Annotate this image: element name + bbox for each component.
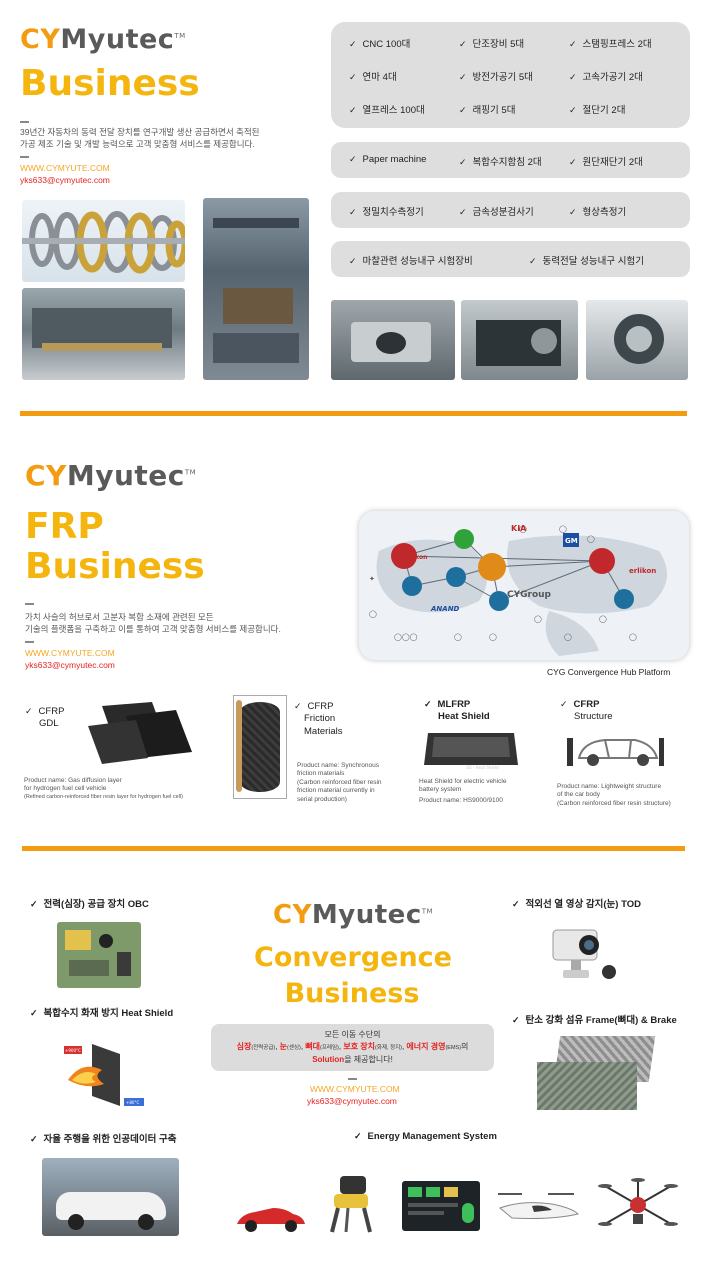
- gears-photo: [22, 200, 185, 282]
- svg-text:3D - Heat Shield: 3D - Heat Shield: [466, 765, 499, 770]
- test-equipment-photo: [461, 300, 578, 380]
- item-carbon-frame: ✓탄소 강화 섬유 Frame(뼈대) & Brake: [512, 1015, 677, 1026]
- svg-text:◯: ◯: [489, 633, 497, 641]
- svg-text:likon: likon: [411, 554, 427, 561]
- test-equipment-photo: [331, 300, 455, 380]
- svg-text:◯: ◯: [599, 615, 607, 623]
- sports-car-image: [233, 1200, 309, 1236]
- heat-shield-fire-image: +900°C +80°C: [62, 1040, 152, 1110]
- svg-text:◯: ◯: [534, 615, 542, 623]
- divider: [20, 121, 29, 123]
- website-link[interactable]: WWW.CYMYUTE.COM: [25, 648, 115, 658]
- divider: [25, 603, 34, 605]
- gdl-sheet-image: [82, 700, 202, 766]
- svg-text:◯◯◯: ◯◯◯: [394, 633, 418, 641]
- page-title: FRP Business: [25, 506, 205, 588]
- email-link[interactable]: yks633@cymyutec.com: [20, 175, 110, 185]
- robot-dog-image: [322, 1170, 380, 1238]
- logo-cymyutec: CYMyutecTM: [20, 24, 186, 55]
- svg-text:KIA: KIA: [511, 524, 527, 533]
- hub-platform-map: ◯◯◯ ✦◯◯◯◯ ◯◯◯ ◯◯◯ CYGroup ANAND erlikon …: [359, 511, 689, 660]
- paper-machine-photo: [203, 198, 309, 380]
- svg-text:◯: ◯: [587, 535, 595, 543]
- factory-photo: [22, 288, 185, 380]
- svg-text:◯: ◯: [629, 633, 637, 641]
- svg-text:◯: ◯: [519, 525, 527, 533]
- product-title: ✓CFRP Friction Materials: [294, 701, 343, 737]
- air-taxi-image: [492, 1188, 580, 1230]
- item-heat-shield: ✓복합수지 화재 방지 Heat Shield: [30, 1008, 174, 1019]
- divider: [20, 156, 29, 158]
- email-link[interactable]: yks633@cymyutec.com: [25, 660, 115, 670]
- logo-cymyutec: CYMyutecTM: [25, 459, 197, 492]
- car-structure-image: [565, 730, 665, 770]
- svg-text:◯: ◯: [369, 610, 377, 618]
- hub-center-label: CYGroup: [507, 590, 552, 600]
- description: 가치 사슬의 허브로서 고분자 복합 소재에 관련된 모든 기술의 플랫폼을 구…: [25, 612, 281, 635]
- product-description: Product name: Synchronous friction mater…: [297, 762, 382, 803]
- email-link[interactable]: yks633@cymyutec.com: [307, 1096, 397, 1106]
- svg-text:+900°C: +900°C: [65, 1048, 81, 1053]
- product-title: ✓CFRP Structure: [560, 699, 613, 723]
- svg-text:✦: ✦: [369, 575, 375, 583]
- heat-shield-image: 3D - Heat Shield: [420, 727, 520, 771]
- solution-message: 모든 이동 수단의 심장(전력공급), 눈(센싱), 뼈대(프레임), 보호 장…: [211, 1024, 494, 1071]
- svg-text:ANAND: ANAND: [430, 605, 460, 613]
- thermal-camera-image: [543, 924, 623, 982]
- gear-icon: [22, 211, 185, 274]
- product-description: Product name: Gas diffusion layer for hy…: [24, 777, 183, 800]
- product-title: ✓MLFRP Heat Shield: [424, 699, 490, 723]
- page-title: Convergence Business: [254, 942, 452, 1010]
- section-divider: [20, 411, 687, 416]
- svg-text:◯: ◯: [454, 633, 462, 641]
- product-title: ✓CFRP GDL: [25, 706, 65, 730]
- website-link[interactable]: WWW.CYMYUTE.COM: [20, 163, 110, 173]
- description: 39년간 자동차의 동력 전달 장치를 연구개발 생산 공급하면서 축적된 가공…: [20, 127, 260, 150]
- product-description: Heat Shield for electric vehicle battery…: [419, 778, 507, 804]
- equipment-pill: ✓마찰관련 성능내구 시험장비 ✓동력전달 성능내구 시험기: [331, 241, 690, 277]
- carbon-fabric-image: [537, 1036, 656, 1110]
- autonomous-car-photo: [42, 1158, 179, 1236]
- equipment-pill: ✓CNC 100대 ✓단조장비 5대 ✓스탬핑프레스 2대 ✓연마 4대 ✓방전…: [331, 22, 690, 128]
- equipment-pill: ✓Paper machine ✓복합수지함침 2대 ✓원단재단기 2대: [331, 142, 690, 178]
- ems-dashboard-image: [402, 1181, 480, 1231]
- section-divider: [22, 846, 685, 851]
- friction-material-image: [233, 695, 287, 799]
- svg-text:◯: ◯: [559, 525, 567, 533]
- svg-text:+80°C: +80°C: [126, 1100, 139, 1105]
- page-title: Business: [20, 63, 200, 104]
- equipment-pill: ✓정밀치수측정기 ✓금속성분검사기 ✓형상측정기: [331, 192, 690, 228]
- item-ems: ✓Energy Management System: [354, 1131, 497, 1142]
- svg-text:GM: GM: [565, 537, 578, 545]
- drone-image: [597, 1176, 679, 1234]
- hub-caption: CYG Convergence Hub Platform: [547, 667, 671, 677]
- test-equipment-photo: [586, 300, 688, 380]
- obc-image: [57, 922, 141, 988]
- divider: [25, 641, 34, 643]
- svg-text:erlikon: erlikon: [629, 567, 656, 575]
- product-description: Product name: Lightweight structure of t…: [557, 783, 671, 807]
- world-map-icon: ◯◯◯ ✦◯◯◯◯ ◯◯◯ ◯◯◯ CYGroup ANAND erlikon …: [369, 524, 667, 656]
- divider: [348, 1078, 357, 1080]
- item-obc: ✓전력(심장) 공급 장치 OBC: [30, 899, 149, 910]
- logo-cymyutec: CYMyutecTM: [273, 900, 434, 930]
- item-tod: ✓적외선 열 영상 감지(눈) TOD: [512, 899, 641, 910]
- website-link[interactable]: WWW.CYMYUTE.COM: [310, 1084, 400, 1094]
- svg-text:◯: ◯: [564, 633, 572, 641]
- item-ai-data: ✓자율 주행을 위한 인공데이터 구축: [30, 1134, 177, 1145]
